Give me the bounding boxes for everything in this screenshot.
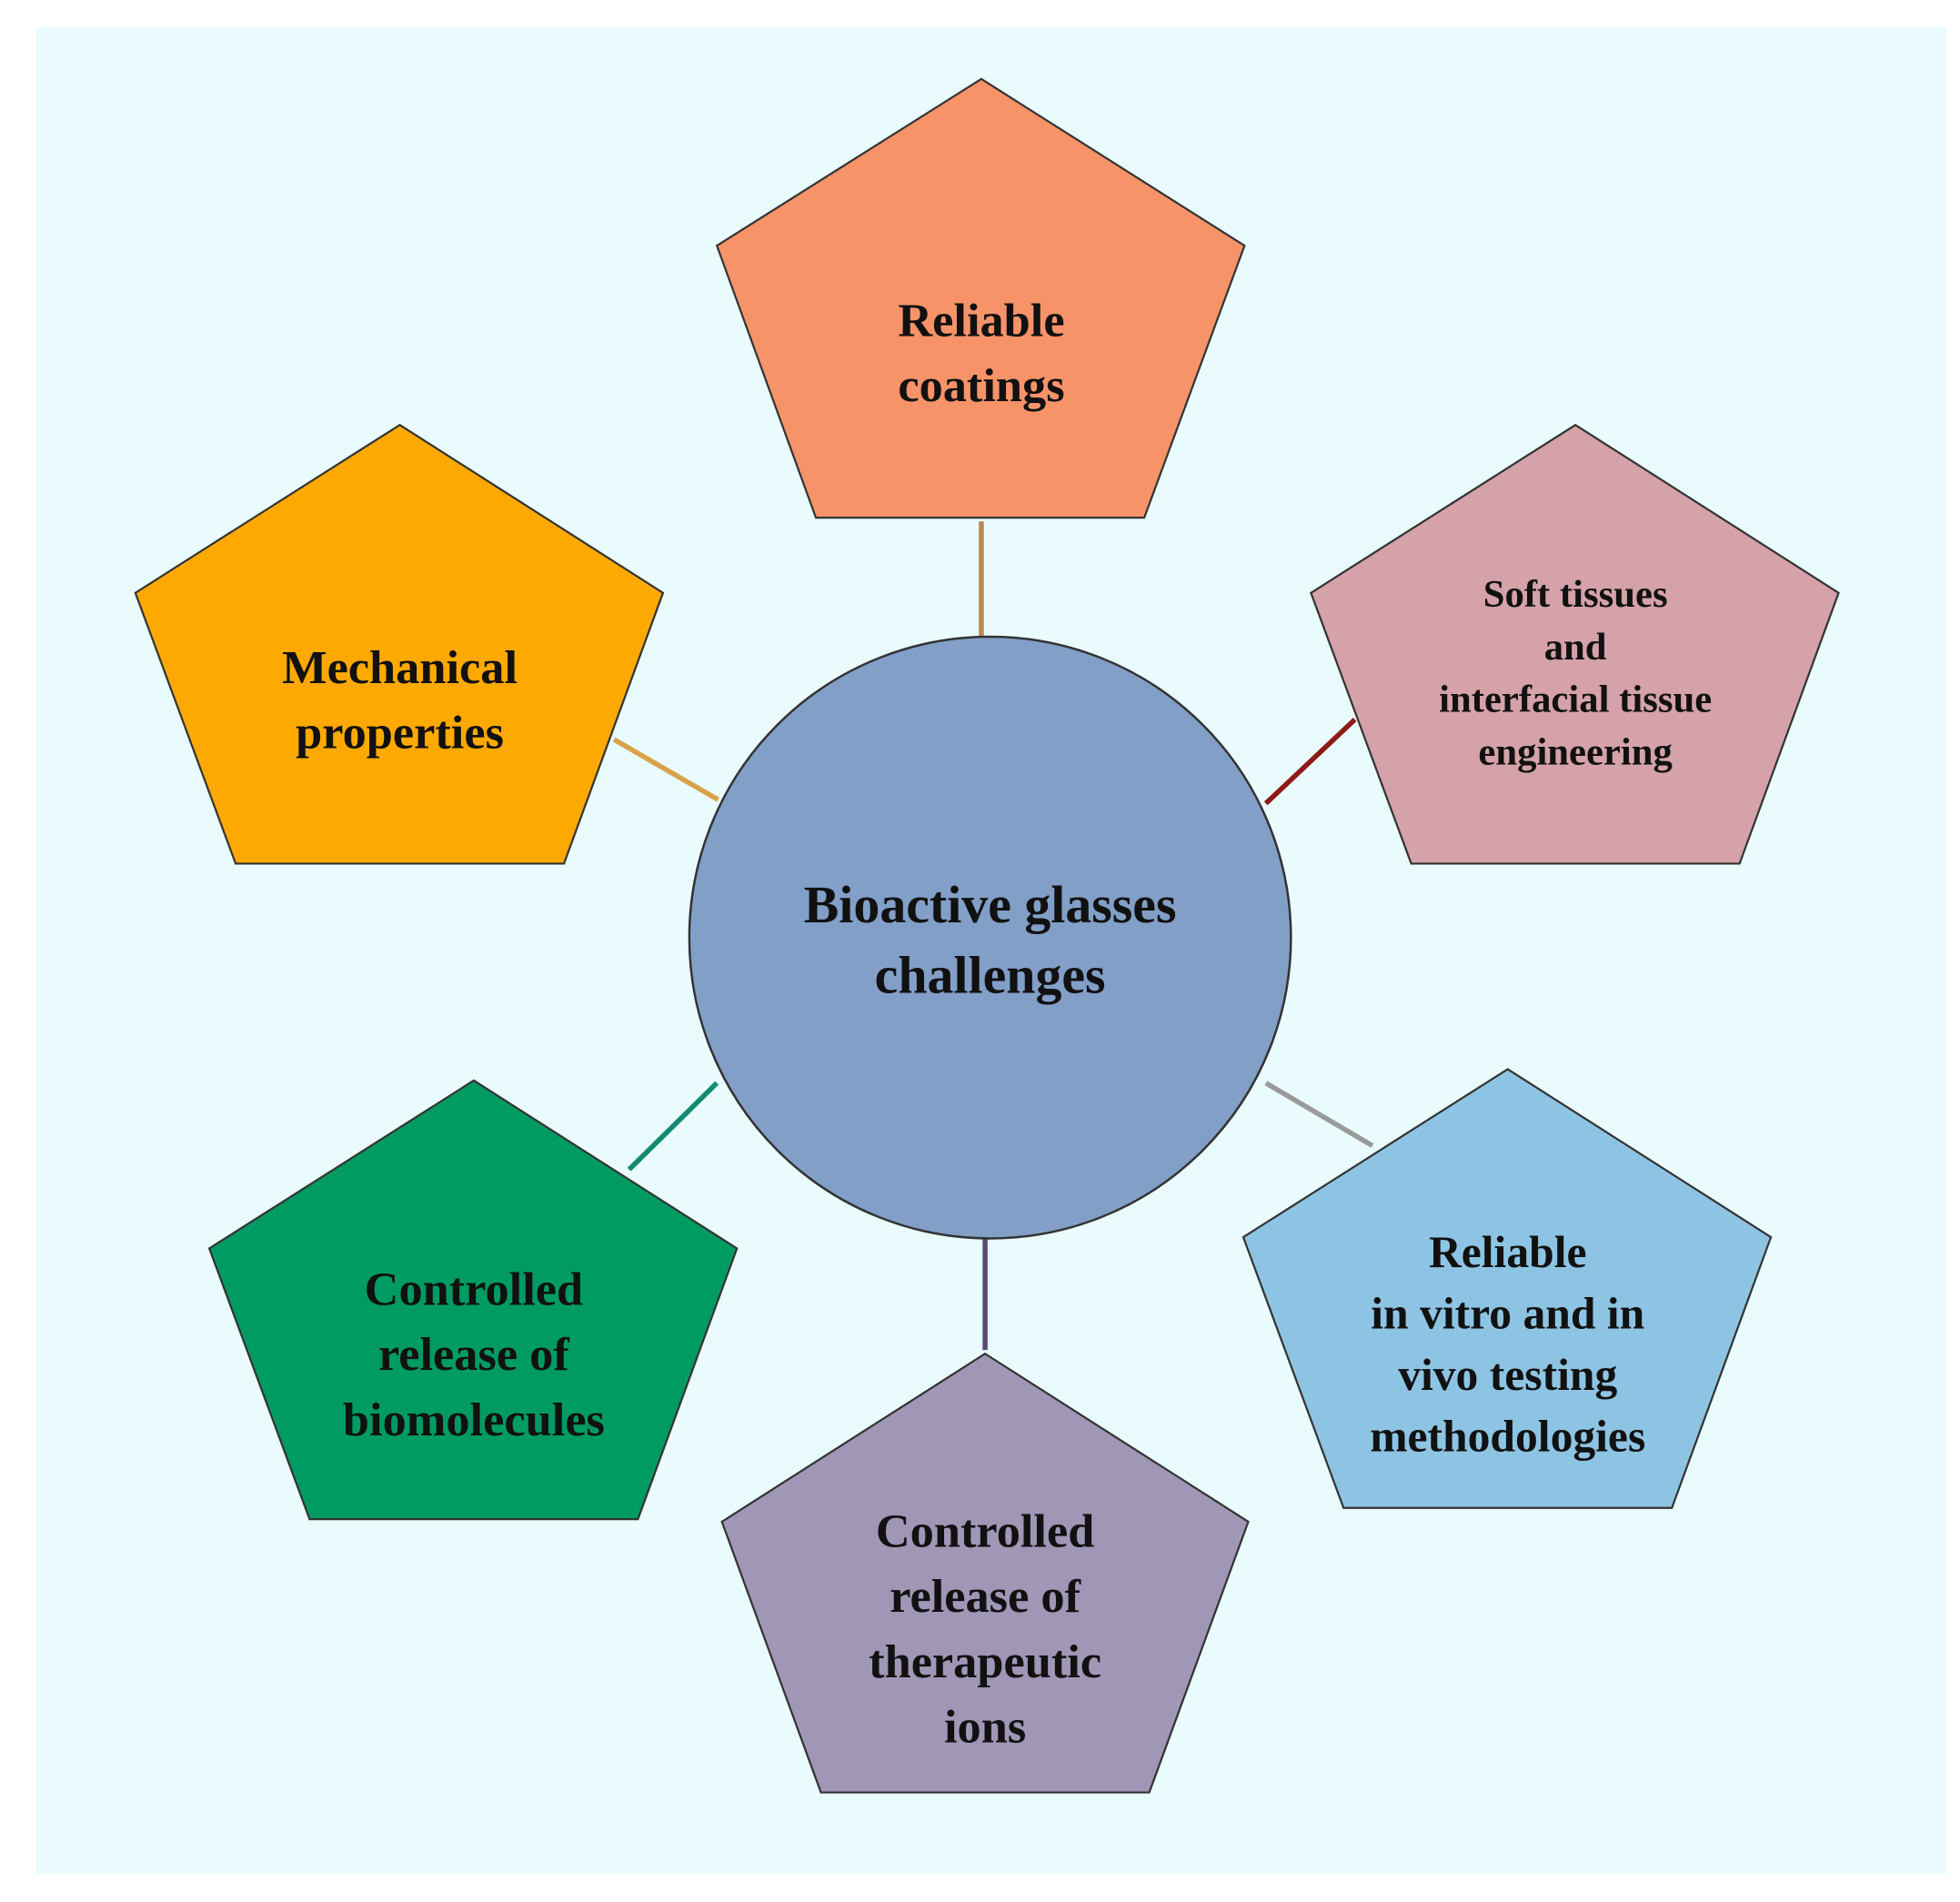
connector-upper-left <box>612 737 719 802</box>
node-label-bottom-line: therapeutic <box>869 1635 1101 1688</box>
node-label-lower-left-line: Controlled <box>365 1263 583 1315</box>
connectors <box>612 521 1374 1351</box>
node-label-upper-right-line: Soft tissues <box>1483 573 1668 616</box>
node-label-upper-right-line: and <box>1544 626 1607 669</box>
node-label-bottom-line: Controlled <box>876 1504 1094 1557</box>
node-upper-right: Soft tissues and interfacial tissue enginee… <box>1310 423 1840 865</box>
node-label-lower-right-line: methodologies <box>1370 1412 1645 1462</box>
node-label-lower-right-line: in vitro and in <box>1371 1289 1644 1339</box>
node-label-top-line: Reliable <box>898 294 1064 347</box>
node-bottom: Controlled release of therapeutic ions <box>720 1352 1250 1794</box>
node-label-bottom-line: ions <box>944 1700 1026 1753</box>
node-label-upper-right-line: interfacial tissue <box>1439 679 1712 721</box>
node-label-lower-right-line: vivo testing <box>1398 1350 1617 1400</box>
pentagon-lower-left <box>207 1079 739 1521</box>
node-label-lower-right-line: Reliable <box>1429 1227 1587 1277</box>
node-lower-left: Controlled release of biomolecules <box>207 1079 739 1521</box>
connector-lower-left <box>627 1081 719 1172</box>
node-upper-left: Mechanical properties <box>134 423 665 865</box>
node-label-upper-left-line: properties <box>296 707 504 760</box>
connector-lower-right <box>1264 1081 1374 1148</box>
pentagon-bottom <box>720 1352 1250 1794</box>
node-label-upper-right-line: engineering <box>1478 731 1673 774</box>
connector-upper-right <box>1263 717 1357 806</box>
hub-title: Bioactive glasses challenges <box>804 875 1177 1004</box>
hub-title-line: challenges <box>875 945 1106 1004</box>
node-label-upper-left: Mechanical properties <box>282 641 518 760</box>
pentagon-lower-right <box>1241 1068 1773 1509</box>
hub-title-line: Bioactive glasses <box>804 875 1177 934</box>
node-label-top-line: coatings <box>898 359 1064 412</box>
hub: Bioactive glasses challenges <box>688 635 1292 1240</box>
node-label-lower-right: Reliable in vitro and in vivo testing metho… <box>1370 1227 1645 1462</box>
node-lower-right: Reliable in vitro and in vivo testing metho… <box>1241 1068 1773 1509</box>
node-label-lower-left-line: biomolecules <box>343 1394 605 1446</box>
node-label-upper-left-line: Mechanical <box>282 641 518 694</box>
node-label-bottom: Controlled release of therapeutic ions <box>869 1504 1101 1753</box>
pentagon-top <box>715 77 1246 519</box>
hub-circle <box>688 635 1292 1240</box>
node-label-lower-left-line: release of <box>378 1328 569 1381</box>
node-label-bottom-line: release of <box>890 1570 1081 1623</box>
node-label-top: Reliable coatings <box>898 294 1064 412</box>
pentagon-upper-left <box>134 423 665 865</box>
node-top: Reliable coatings <box>715 77 1246 519</box>
node-label-lower-left: Controlled release of biomolecules <box>343 1263 605 1445</box>
node-label-upper-right: Soft tissues and interfacial tissue enginee… <box>1439 573 1712 774</box>
pentagon-upper-right <box>1310 423 1840 865</box>
